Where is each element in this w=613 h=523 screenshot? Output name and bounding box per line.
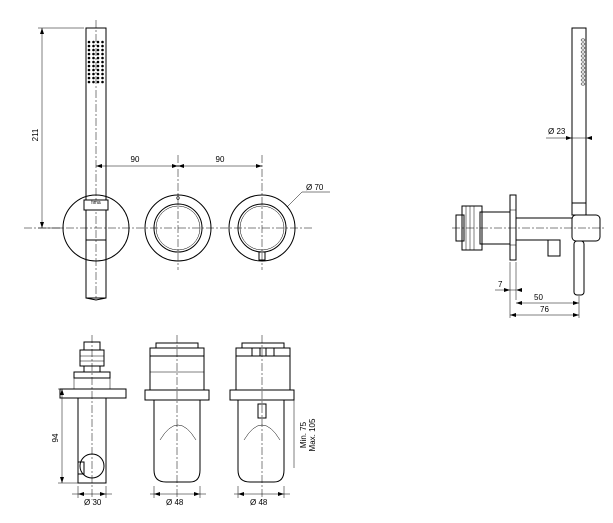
spray-hole-side bbox=[580, 74, 586, 78]
spray-hole bbox=[96, 80, 100, 84]
mixer-knob-front bbox=[144, 194, 212, 262]
outlet-side-elevation: 94 Ø 30 bbox=[51, 335, 127, 507]
dim-spacing-90-right: 90 bbox=[216, 155, 225, 164]
dim-height-211: 211 bbox=[31, 128, 40, 141]
spray-hole bbox=[101, 68, 104, 72]
mixer-side-elevation: Ø 48 bbox=[144, 335, 210, 507]
spray-holes-side bbox=[580, 38, 586, 86]
spray-hole bbox=[92, 60, 95, 64]
dim-diameter-30: Ø 30 bbox=[84, 498, 102, 507]
spray-hole bbox=[87, 52, 91, 56]
spray-holes bbox=[87, 40, 104, 84]
spray-hole bbox=[87, 72, 91, 76]
dim-depth-50: 50 bbox=[534, 293, 543, 302]
side-view: Ø 23 7 50 76 bbox=[452, 27, 606, 318]
spray-hole-side bbox=[580, 70, 586, 74]
spray-hole bbox=[101, 48, 104, 52]
spray-hole bbox=[87, 60, 91, 64]
spray-hole bbox=[92, 64, 95, 68]
spray-hole bbox=[87, 68, 91, 72]
spray-hole bbox=[101, 56, 104, 60]
spray-hole bbox=[92, 48, 95, 52]
spray-hole bbox=[96, 68, 100, 72]
spray-hole bbox=[96, 40, 100, 44]
dim-spacing-90-left: 90 bbox=[131, 155, 140, 164]
front-view-hand-shower: fima 211 90 90 bbox=[24, 20, 312, 301]
spray-hole bbox=[96, 76, 100, 80]
dim-depth-76: 76 bbox=[540, 305, 549, 314]
spray-hole bbox=[96, 72, 100, 76]
spray-hole bbox=[101, 40, 104, 44]
spray-hole bbox=[87, 48, 91, 52]
spray-hole-side bbox=[580, 42, 586, 46]
dim-max-105: Max. 105 bbox=[308, 418, 317, 451]
spray-hole bbox=[87, 76, 91, 80]
dim-diameter-23: Ø 23 bbox=[548, 127, 566, 136]
spray-hole bbox=[87, 40, 91, 44]
dim-depth-7: 7 bbox=[498, 280, 503, 289]
spray-hole bbox=[92, 40, 95, 44]
spray-hole bbox=[87, 80, 91, 84]
spray-hole bbox=[101, 80, 104, 84]
dim-diameter-48-mixer: Ø 48 bbox=[166, 498, 184, 507]
spray-hole bbox=[92, 52, 95, 56]
spray-hole bbox=[96, 48, 100, 52]
dim-diameter-48-diverter: Ø 48 bbox=[250, 498, 268, 507]
spray-hole bbox=[92, 56, 95, 60]
spray-hole bbox=[96, 60, 100, 64]
spray-hole bbox=[101, 72, 104, 76]
spray-hole bbox=[101, 76, 104, 80]
spray-hole-side bbox=[580, 82, 586, 86]
dim-height-94: 94 bbox=[51, 433, 60, 442]
spray-hole bbox=[96, 64, 100, 68]
spray-hole bbox=[87, 64, 91, 68]
spray-hole-side bbox=[580, 50, 586, 54]
dim-diameter-70: Ø 70 bbox=[306, 183, 324, 192]
spray-hole bbox=[101, 52, 104, 56]
spray-hole bbox=[92, 76, 95, 80]
spray-hole-side bbox=[580, 78, 586, 82]
spray-hole-side bbox=[580, 46, 586, 50]
spray-hole bbox=[92, 44, 95, 48]
spray-hole-side bbox=[580, 62, 586, 66]
spray-hole-side bbox=[580, 66, 586, 70]
diverter-side-elevation: Ø 48 Min. 75 Max. 105 bbox=[229, 335, 317, 507]
spray-hole bbox=[92, 72, 95, 76]
spray-hole-side bbox=[580, 54, 586, 58]
diverter-knob-front: Ø 70 bbox=[228, 183, 330, 262]
spray-hole bbox=[96, 56, 100, 60]
spray-hole-side bbox=[580, 38, 586, 42]
brand-marking: fima bbox=[91, 200, 101, 206]
spray-hole-side bbox=[580, 58, 586, 62]
spray-hole bbox=[92, 80, 95, 84]
spray-hole bbox=[87, 44, 91, 48]
spray-hole bbox=[96, 44, 100, 48]
spray-hole bbox=[101, 64, 104, 68]
spray-hole bbox=[96, 52, 100, 56]
spray-hole bbox=[101, 60, 104, 64]
spray-hole bbox=[87, 56, 91, 60]
dim-min-75: Min. 75 bbox=[299, 421, 308, 448]
spray-hole bbox=[92, 68, 95, 72]
spray-hole bbox=[101, 44, 104, 48]
